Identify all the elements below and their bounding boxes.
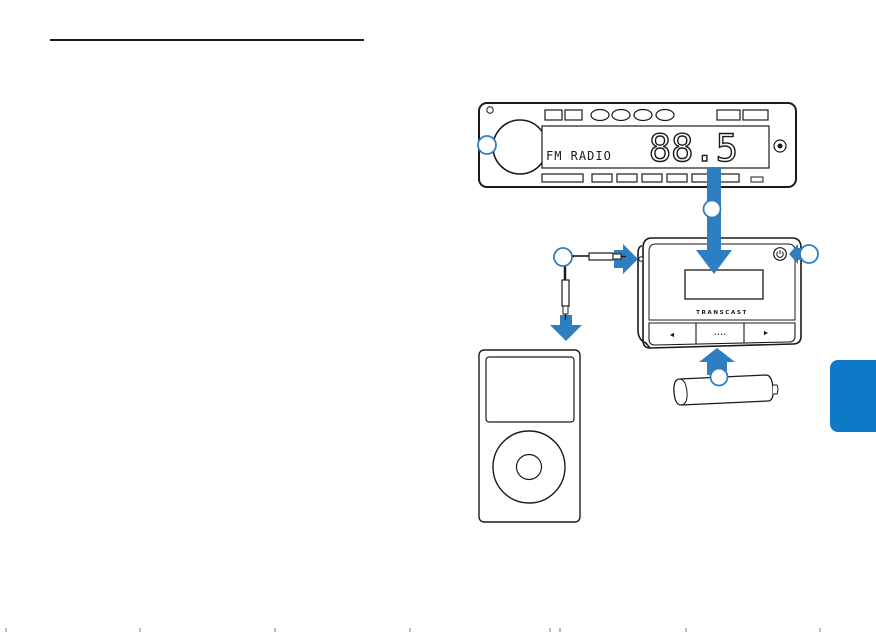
crop-marks [0,0,876,632]
